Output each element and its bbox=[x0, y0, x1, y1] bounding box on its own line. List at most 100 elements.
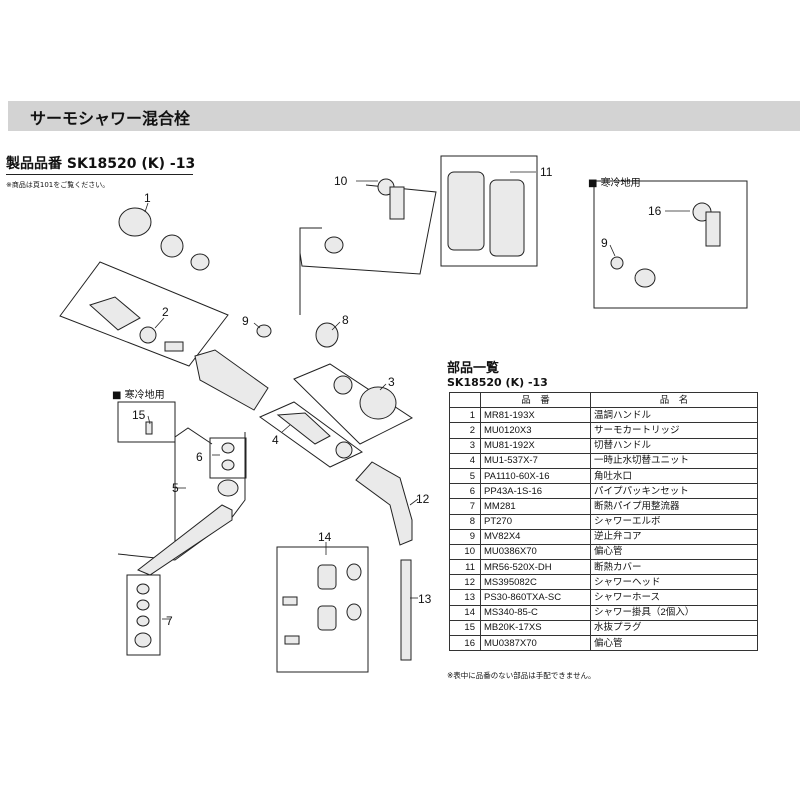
cell-no: 3 bbox=[449, 437, 481, 454]
cell-no: 12 bbox=[449, 574, 481, 591]
callout-12: 12 bbox=[416, 492, 430, 506]
bracket-10 bbox=[299, 184, 437, 275]
callout-5: 5 bbox=[172, 481, 179, 495]
cold-region-label-left: ■ 寒冷地用 bbox=[112, 388, 165, 401]
handle-cap-part bbox=[190, 253, 210, 271]
hook-b bbox=[317, 605, 337, 631]
header-no bbox=[449, 391, 481, 409]
cell-name: 断熱カバー bbox=[590, 559, 758, 576]
parts-list-model: SK18520 (K) -13 bbox=[447, 376, 548, 389]
rectifier-frame-7 bbox=[126, 574, 161, 656]
switch-ring-part bbox=[333, 375, 353, 395]
cell-no: 9 bbox=[449, 528, 481, 545]
callout-4: 4 bbox=[272, 433, 279, 447]
insulation-cover-part bbox=[447, 171, 485, 251]
cell-code: MS340-85-C bbox=[480, 604, 591, 621]
parts-list-title: 部品一覧 bbox=[447, 361, 500, 376]
rectifier-ring-c bbox=[136, 615, 150, 627]
pipe-packing-frame-6 bbox=[209, 437, 247, 479]
cell-name: 断熱パイプ用整流器 bbox=[590, 498, 758, 515]
table-header-row: 品 番 品 名 bbox=[449, 391, 758, 409]
cell-name: シャワーエルボ bbox=[590, 513, 758, 530]
faucet-body-part bbox=[194, 349, 269, 411]
section-banner: サーモシャワー混合栓 bbox=[8, 101, 800, 131]
callout-3: 3 bbox=[388, 375, 395, 389]
hook-washer-b bbox=[346, 603, 362, 621]
header-code: 品 番 bbox=[480, 391, 591, 409]
page-title: サーモシャワー混合栓 bbox=[30, 109, 191, 128]
product-number: 製品品番 SK18520 (K) -13 bbox=[6, 156, 196, 172]
callout-14: 14 bbox=[318, 530, 332, 544]
cell-name: シャワーヘッド bbox=[590, 574, 758, 591]
cell-code: PP43A-1S-16 bbox=[480, 483, 591, 500]
callout-16: 16 bbox=[648, 204, 662, 218]
handle-frame-3 bbox=[293, 363, 413, 445]
packing-ring-b bbox=[221, 459, 235, 471]
cell-no: 10 bbox=[449, 543, 481, 561]
cell-code: PS30-860TXA-SC bbox=[480, 589, 591, 606]
hook-washer-a bbox=[346, 563, 362, 581]
spout-nut-part bbox=[217, 479, 239, 497]
cell-code: PT270 bbox=[480, 513, 591, 530]
cell-no: 5 bbox=[449, 467, 481, 485]
cell-name: 偏心管 bbox=[590, 634, 758, 652]
check-valve-part bbox=[256, 324, 272, 338]
cold-nut-part bbox=[634, 268, 656, 288]
cell-name: 切替ハンドル bbox=[590, 437, 758, 454]
cell-no: 6 bbox=[449, 483, 481, 500]
callout-1: 1 bbox=[144, 191, 151, 205]
cell-name: 温調ハンドル bbox=[590, 407, 758, 424]
product-underline bbox=[6, 174, 193, 175]
shower-head-part bbox=[355, 461, 413, 546]
cell-no: 13 bbox=[449, 589, 481, 606]
cell-no: 4 bbox=[449, 452, 481, 469]
cell-no: 11 bbox=[449, 559, 481, 576]
cell-no: 8 bbox=[449, 513, 481, 530]
callout-6: 6 bbox=[196, 450, 203, 464]
callout-9-cold: 9 bbox=[601, 236, 608, 250]
eccentric-bracket-part bbox=[389, 186, 405, 220]
unit-frame-4 bbox=[258, 401, 363, 468]
cell-name: サーモカートリッジ bbox=[590, 422, 758, 439]
cell-code: MS395082C bbox=[480, 574, 591, 591]
cell-code: MU0386X70 bbox=[480, 543, 591, 561]
callout-8: 8 bbox=[342, 313, 349, 327]
cell-code: MU0387X70 bbox=[480, 634, 591, 652]
cell-no: 2 bbox=[449, 422, 481, 439]
rectifier-ring-b bbox=[136, 599, 150, 611]
temp-handle-part bbox=[118, 207, 152, 237]
stop-unit-ring-part bbox=[335, 441, 353, 459]
hook-plug-b bbox=[284, 635, 300, 645]
spout-frame-5b bbox=[174, 427, 213, 548]
cartridge-ring-part bbox=[139, 326, 157, 344]
callout-10: 10 bbox=[334, 174, 348, 188]
cell-code: PA1110-60X-16 bbox=[480, 467, 591, 485]
callout-9: 9 bbox=[242, 314, 249, 328]
handle-ring-part bbox=[160, 234, 184, 258]
cell-name: パイプパッキンセット bbox=[590, 483, 758, 500]
eccentric-nut-part bbox=[324, 236, 344, 254]
cell-code: MR81-193X bbox=[480, 407, 591, 424]
cell-code: MU1-537X-7 bbox=[480, 452, 591, 469]
cold-region-inset-16 bbox=[593, 180, 748, 309]
cell-name: 逆止弁コア bbox=[590, 528, 758, 545]
cell-no: 1 bbox=[449, 407, 481, 424]
cartridge-part bbox=[89, 296, 141, 331]
callout-11: 11 bbox=[540, 165, 553, 179]
callout-13: 13 bbox=[418, 592, 432, 606]
rectifier-ring-a bbox=[136, 583, 150, 595]
drain-plug-part bbox=[145, 421, 153, 435]
cell-no: 7 bbox=[449, 498, 481, 515]
cold-region-inset-15 bbox=[117, 401, 176, 443]
